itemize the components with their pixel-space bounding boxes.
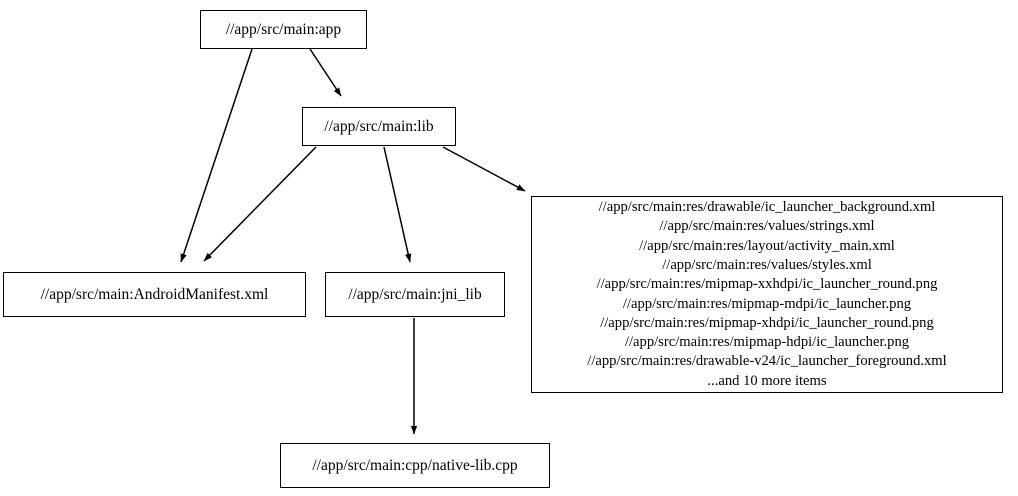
graph-node-jni-lib[interactable]: //app/src/main:jni_lib [325,272,505,317]
graph-node-resources[interactable]: //app/src/main:res/drawable/ic_launcher_… [531,196,1003,393]
edge-app-to-manifest [180,48,253,263]
edge-app-to-lib [309,48,342,97]
graph-node-resources-label: //app/src/main:res/drawable/ic_launcher_… [587,199,947,389]
graph-node-jni-lib-label: //app/src/main:jni_lib [348,285,482,303]
graph-node-android-manifest[interactable]: //app/src/main:AndroidManifest.xml [3,272,306,317]
edge-lib-to-resources [442,146,526,192]
graph-node-app[interactable]: //app/src/main:app [200,10,367,49]
graph-node-native-lib-cpp-label: //app/src/main:cpp/native-lib.cpp [312,456,518,474]
graph-node-native-lib-cpp[interactable]: //app/src/main:cpp/native-lib.cpp [280,443,550,488]
graph-node-lib-label: //app/src/main:lib [324,117,434,135]
graph-node-lib[interactable]: //app/src/main:lib [302,107,456,146]
edge-lib-to-manifest [203,146,317,262]
edge-lib-to-jni-lib [383,146,412,263]
graph-node-app-label: //app/src/main:app [225,20,342,38]
graph-node-android-manifest-label: //app/src/main:AndroidManifest.xml [40,285,269,303]
